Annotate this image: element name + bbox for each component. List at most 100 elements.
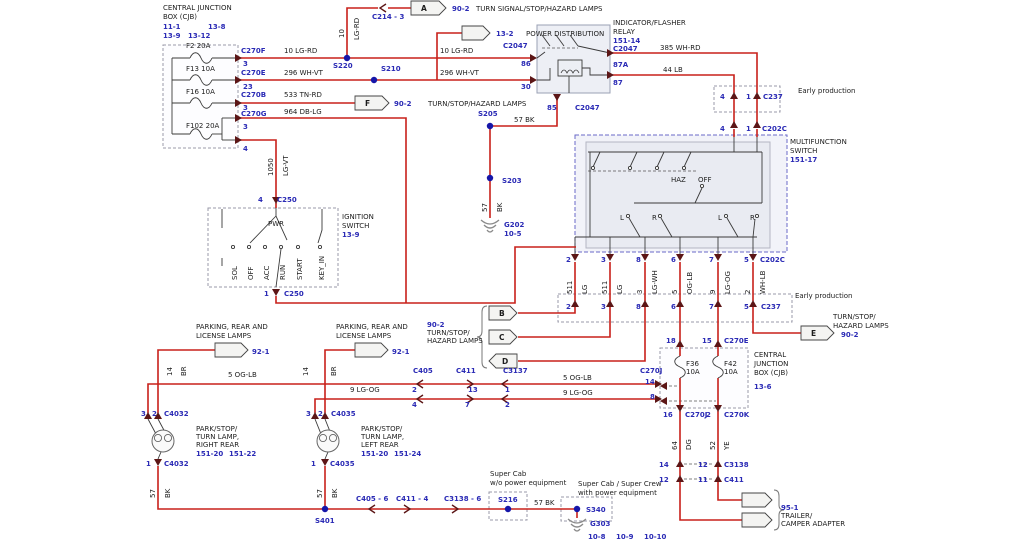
text-label: 13-9 xyxy=(342,231,360,239)
connector-pin-arrow xyxy=(655,380,662,388)
mfs-title: MULTIFUNCTION xyxy=(790,138,847,146)
text-label: 13-2 xyxy=(496,30,514,38)
text-label: 1 xyxy=(146,460,151,468)
connector-pin-arrow xyxy=(714,340,722,347)
ref-flag-d[interactable] xyxy=(488,353,518,369)
text-label: 13-8 xyxy=(208,23,226,31)
connector-pin-arrow xyxy=(272,289,280,296)
fuse-symbol xyxy=(189,128,213,140)
text-label: 1050 xyxy=(267,158,275,176)
text-label: G303 xyxy=(590,520,610,528)
internal-wire xyxy=(541,34,551,47)
text-label: OG-LB xyxy=(686,272,694,294)
connector-pin-arrow xyxy=(676,460,684,467)
text-label: BK xyxy=(496,202,504,212)
inline-connector-arrow xyxy=(415,394,424,404)
cjb-right-box xyxy=(659,347,749,409)
fuse-symbol xyxy=(189,52,213,64)
connector-pin-arrow xyxy=(571,300,579,307)
internal-wire xyxy=(536,51,546,59)
ref-flag-92-1-right[interactable] xyxy=(214,342,249,358)
ref-flag-a[interactable] xyxy=(410,0,447,16)
ref-flag-power-dist[interactable] xyxy=(461,25,491,41)
ref-flag-f[interactable] xyxy=(354,95,390,111)
text-label: 511 xyxy=(601,281,609,294)
text-label: 533 TN-RD xyxy=(284,91,322,99)
wire xyxy=(147,383,658,413)
connector-pin-arrow xyxy=(730,121,738,128)
text-label: 14 xyxy=(302,367,310,376)
internal-wire xyxy=(314,418,322,435)
text-label: Early production xyxy=(798,87,856,95)
text-label: 11 xyxy=(698,476,708,484)
text-label: 151-14 xyxy=(613,37,640,45)
text-label: HAZARD LAMPS xyxy=(427,337,483,345)
text-label: 92-1 xyxy=(252,348,270,356)
contact-terminal xyxy=(627,165,633,171)
text-label: 15 xyxy=(702,337,712,345)
inline-connector-arrow xyxy=(466,394,475,404)
contact-terminal xyxy=(625,213,631,219)
text-label: OFF xyxy=(698,176,712,184)
text-label: 52 xyxy=(709,441,717,450)
text-label: C2047 xyxy=(613,45,638,53)
cjb-left-box xyxy=(162,44,239,149)
ref-flag-b[interactable] xyxy=(488,305,518,321)
text-label: 12 xyxy=(659,476,669,484)
trailer-adapter-pin-1[interactable] xyxy=(741,492,773,508)
text-label: 57 xyxy=(149,489,157,498)
text-label: C405 - 6 xyxy=(356,495,389,503)
text-label: R xyxy=(652,214,657,222)
ref-flag-92-1-left[interactable] xyxy=(354,342,389,358)
text-label: 10-5 xyxy=(504,230,522,238)
text-label: 3 xyxy=(243,60,248,68)
text-label: BOX (CJB) xyxy=(754,369,788,377)
ref-flag-e[interactable] xyxy=(800,325,835,341)
trailer-adapter-pin-2[interactable] xyxy=(741,512,773,528)
connector-pin-arrow xyxy=(676,340,684,347)
wire xyxy=(518,307,646,362)
fuse-symbol xyxy=(189,97,213,109)
connector-pin-arrow xyxy=(676,300,684,307)
contact-terminal xyxy=(654,165,660,171)
contact-terminal xyxy=(681,165,687,171)
text-label: 14 xyxy=(645,378,655,386)
text-label: 13 xyxy=(468,386,478,394)
text-label: 3 xyxy=(636,290,644,294)
wire xyxy=(679,482,742,521)
brace-trailer xyxy=(773,489,785,531)
ref-flag-c[interactable] xyxy=(488,329,518,345)
ref-flag-c-letter: C xyxy=(499,333,505,342)
text-label: 13-6 xyxy=(754,383,772,391)
text-label: G202 xyxy=(504,221,524,229)
cjb2-title: CENTRAL xyxy=(754,351,786,359)
wire xyxy=(518,307,611,338)
ref-flag-d-letter: D xyxy=(502,357,508,366)
wire xyxy=(324,349,355,413)
contact-terminal xyxy=(723,213,729,219)
text-label: 151-17 xyxy=(790,156,817,164)
connector-pin-arrow xyxy=(272,197,280,204)
text-label: C405 xyxy=(413,367,433,375)
text-label: C270K xyxy=(724,411,750,419)
connector-pin-arrow xyxy=(753,121,761,128)
text-label: 90-2 xyxy=(394,100,412,108)
text-label: HAZ xyxy=(671,176,686,184)
text-label: KEY_IN xyxy=(318,256,326,280)
contact-terminal xyxy=(317,244,323,250)
text-label: 7 xyxy=(465,401,470,409)
text-label: Super Cab / Super Crew xyxy=(578,480,662,488)
text-label: 2 xyxy=(744,290,752,294)
text-label: F42 xyxy=(724,360,737,368)
wire xyxy=(238,139,277,197)
text-label: C4035 xyxy=(330,460,355,468)
text-label: C250 xyxy=(277,196,297,204)
text-label: S216 xyxy=(498,496,518,504)
text-label: 95-1 xyxy=(781,504,799,512)
text-label: Early production xyxy=(795,292,853,300)
connector-pin-arrow xyxy=(235,76,242,84)
fuse-symbol xyxy=(712,355,724,379)
text-label: C237 xyxy=(763,93,783,101)
fuse-f13: F13 10A xyxy=(186,65,215,73)
text-label: 14 xyxy=(166,367,174,376)
